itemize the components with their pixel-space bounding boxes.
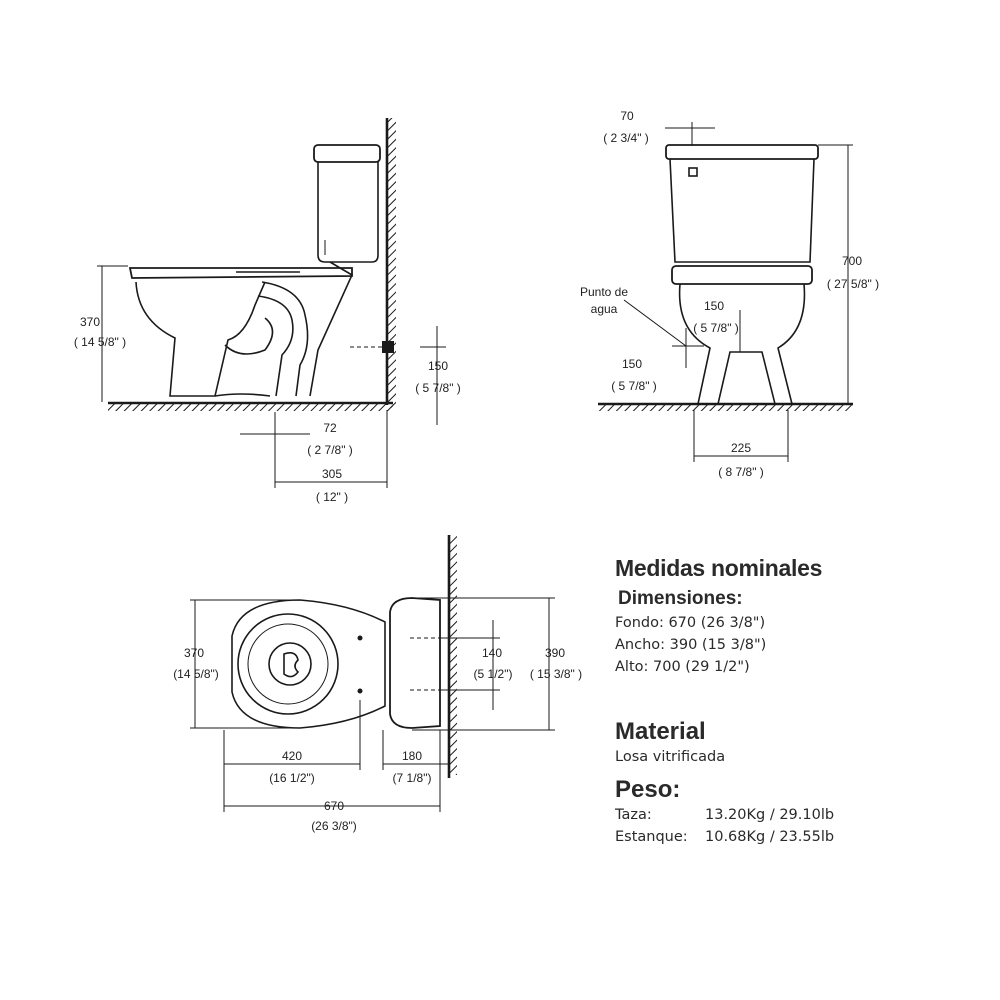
wall-hatch xyxy=(388,118,396,408)
material-heading: Material xyxy=(615,718,706,745)
bowl-front xyxy=(678,283,806,405)
dim-length: 670 xyxy=(324,799,344,813)
dim-offset: 72 xyxy=(323,421,337,435)
weight-heading: Peso: xyxy=(615,776,681,803)
seat-side xyxy=(128,267,353,279)
bowl-top-rim xyxy=(237,613,339,715)
spec-ancho: Ancho: 390 (15 3/8") xyxy=(615,637,767,653)
specs-panel: Medidas nominales Dimensiones: Fondo: 67… xyxy=(615,555,985,848)
water-inlet-side xyxy=(350,341,394,353)
base-side xyxy=(214,393,271,397)
dim-water-low: 150 xyxy=(622,357,642,371)
material-value: Losa vitrificada xyxy=(615,749,726,765)
spec-fondo: Fondo: 670 (26 3/8") xyxy=(615,615,766,631)
water-point-label-2: agua xyxy=(591,302,618,316)
estanque-label: Estanque: xyxy=(615,829,688,845)
dim-bowl: 420 xyxy=(282,749,302,763)
dim-base-in: ( 8 7/8" ) xyxy=(718,465,764,479)
dim-bolt: 140 xyxy=(482,646,502,660)
dim-top-width: 370 xyxy=(184,646,204,660)
dims-heading: Dimensiones: xyxy=(618,588,743,609)
dim-tank-width-in: ( 15 3/8" ) xyxy=(530,667,582,681)
tank-front xyxy=(669,158,815,263)
dim-water-side-in: ( 5 7/8" ) xyxy=(693,321,739,335)
bowl-top-outer xyxy=(231,599,386,729)
trapway-inner xyxy=(257,295,294,397)
estanque-value: 10.68Kg / 23.55lb xyxy=(705,829,835,845)
bolt-hole-2 xyxy=(357,688,363,694)
tank-top xyxy=(389,597,441,729)
dim-top: 70 xyxy=(620,109,634,123)
dim-base: 225 xyxy=(731,441,751,455)
dim-water-low-in: ( 5 7/8" ) xyxy=(611,379,657,393)
top-wall-hatch xyxy=(449,535,457,775)
dim-top-width-in: (14 5/8") xyxy=(173,667,219,681)
bowl-side xyxy=(135,281,266,397)
water-point-label-1: Punto de xyxy=(580,285,628,299)
taza-value: 13.20Kg / 29.10lb xyxy=(705,807,835,823)
bowl-top-inner xyxy=(247,623,329,705)
rear-body xyxy=(309,261,354,397)
dim-bowl-in: (16 1/2") xyxy=(269,771,315,785)
spec-alto: Alto: 700 (29 1/2") xyxy=(615,659,750,675)
dim-water-side: 150 xyxy=(704,299,724,313)
trapway-bend xyxy=(224,317,274,355)
tank-lid-front xyxy=(665,144,819,160)
dim-inlet-in: ( 5 7/8" ) xyxy=(415,381,461,395)
seat-front xyxy=(671,265,813,285)
dim-rough: 305 xyxy=(322,467,342,481)
drain-top xyxy=(268,642,312,686)
dim-bolt-in: (5 1/2") xyxy=(474,667,513,681)
dim-rough-in: ( 12" ) xyxy=(316,490,348,504)
front-view: 70 ( 2 3/4" ) 700 ( 27 5/8" ) Punto de a… xyxy=(580,109,879,479)
dim-offset-in: ( 2 7/8" ) xyxy=(307,443,353,457)
weight-taza: Taza: 13.20Kg / 29.10lb xyxy=(615,804,985,826)
taza-label: Taza: xyxy=(615,807,652,823)
specs-title: Medidas nominales xyxy=(615,555,823,581)
dim-length-in: (26 3/8") xyxy=(311,819,357,833)
dim-tank-width: 390 xyxy=(545,646,565,660)
trapway-outer xyxy=(261,281,309,397)
floor-hatch xyxy=(108,403,393,411)
dim-top-in: ( 2 3/4" ) xyxy=(603,131,649,145)
top-view: 370 (14 5/8") 140 (5 1/2") 390 ( 15 3/8"… xyxy=(173,535,582,833)
dim-tank-depth-in: (7 1/8") xyxy=(393,771,432,785)
drain-icon xyxy=(283,652,300,678)
dim-tank-depth: 180 xyxy=(402,749,422,763)
dim-height: 370 xyxy=(80,315,100,329)
dim-total: 700 xyxy=(842,254,862,268)
dim-height-in: ( 14 5/8" ) xyxy=(74,335,126,349)
dim-total-in: ( 27 5/8" ) xyxy=(827,277,879,291)
dim-inlet: 150 xyxy=(428,359,448,373)
weight-estanque: Estanque: 10.68Kg / 23.55lb xyxy=(615,826,985,848)
tank-side xyxy=(313,144,381,263)
front-floor-hatch xyxy=(598,404,853,411)
flush-lever-icon xyxy=(688,167,698,177)
side-view: 370 ( 14 5/8" ) 150 ( 5 7/8" ) 72 ( 2 7/… xyxy=(74,118,461,504)
bolt-hole-1 xyxy=(357,635,363,641)
